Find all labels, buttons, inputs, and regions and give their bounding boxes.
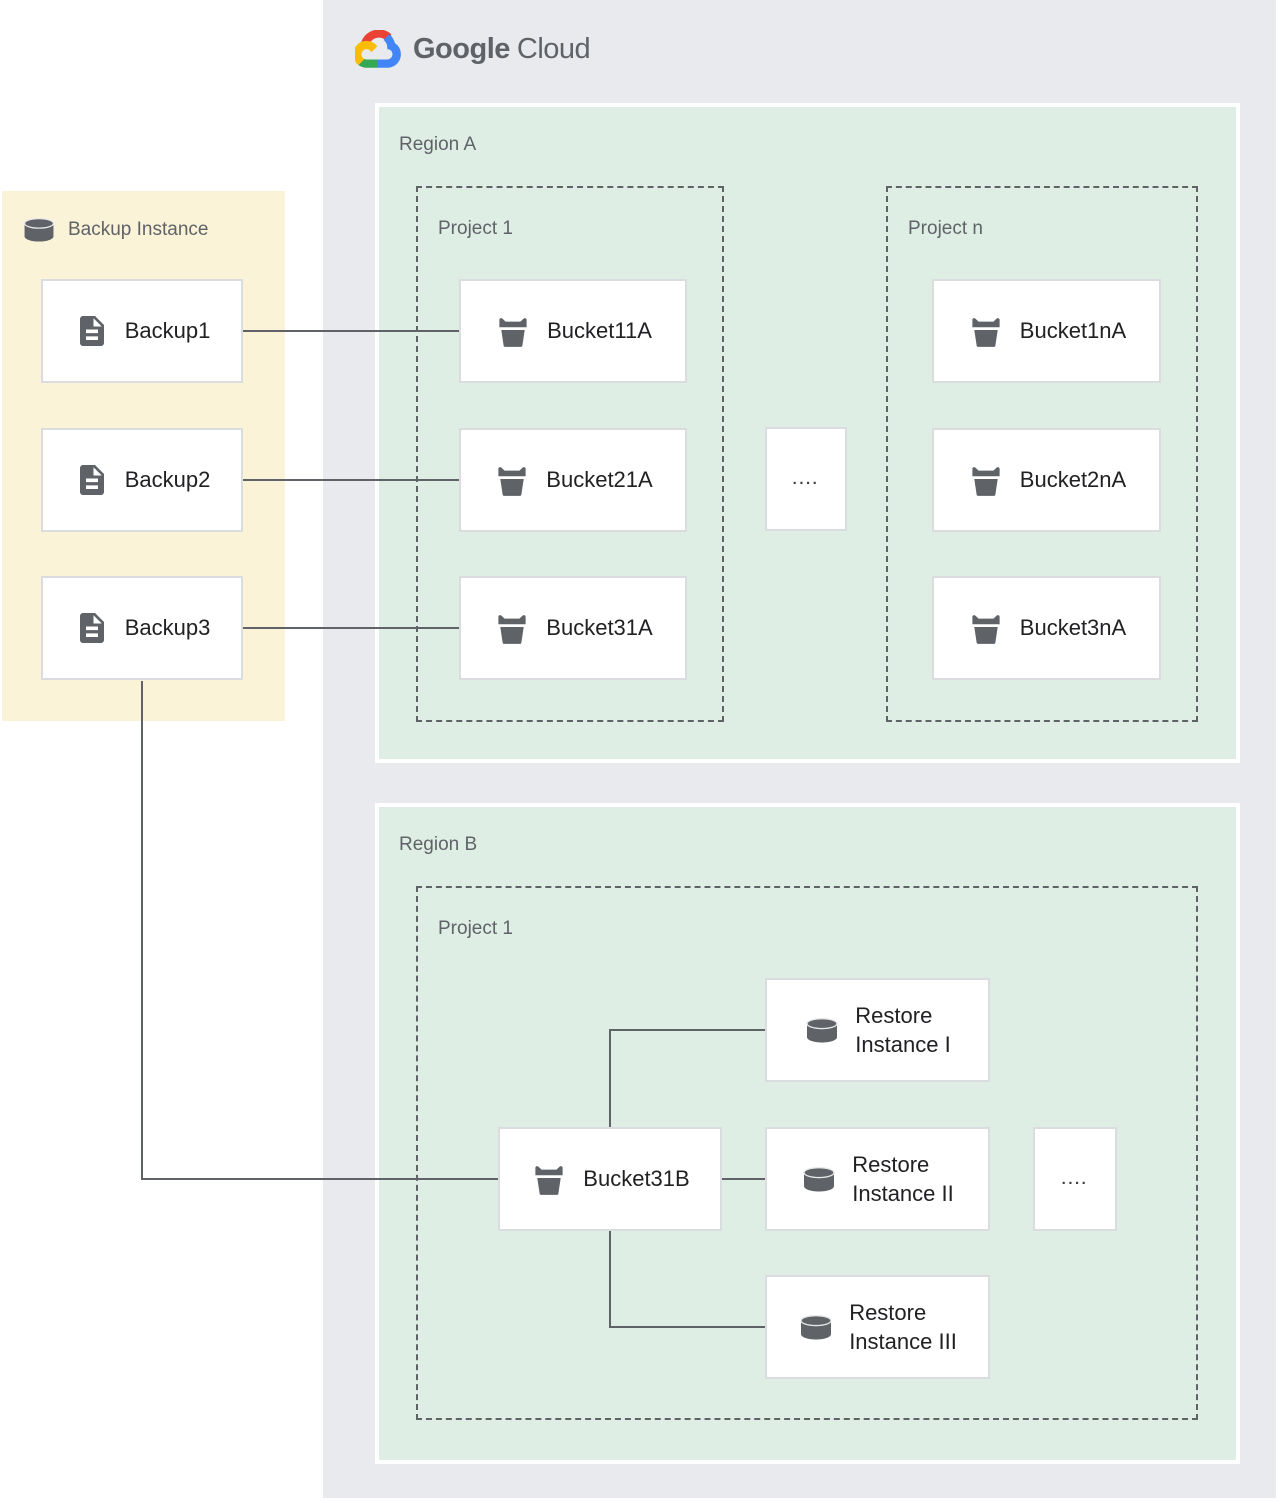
- bucket-icon: [972, 318, 1000, 347]
- bucket-icon: [499, 318, 527, 347]
- bucket-label: Bucket11A: [547, 318, 652, 343]
- bucket-label: Bucket3nA: [1019, 615, 1127, 640]
- region-a-label: Region A: [399, 134, 477, 155]
- ellipsis-box-region-a: ....: [765, 427, 847, 531]
- project-n-region-a: Project n Bucket1nA Bucket2nA Bucket3nA: [886, 186, 1198, 722]
- document-icon: [79, 613, 104, 643]
- backup-instance-header: Backup Instance: [20, 217, 208, 243]
- bucket-label: Bucket31A: [546, 615, 653, 640]
- project-1-region-a: Project 1 Bucket11A Bucket21A Bucket31A: [416, 186, 724, 722]
- project-1-region-a-label: Project 1: [438, 218, 513, 239]
- region-b-label: Region B: [399, 834, 478, 855]
- bucket-31b-node: Bucket31B: [498, 1127, 722, 1231]
- database-icon: [803, 1166, 835, 1192]
- bucket-3na-node: Bucket3nA: [932, 576, 1161, 680]
- project-1-region-b-label: Project 1: [438, 918, 513, 939]
- backup-1-node: Backup1: [41, 279, 243, 383]
- backup-label: Backup2: [124, 467, 211, 492]
- ellipsis-text: ....: [792, 470, 820, 488]
- bucket-icon: [972, 467, 1000, 496]
- backup-3-node: Backup3: [41, 576, 243, 680]
- bucket-icon: [972, 615, 1000, 644]
- logo-brand-text: Google: [413, 32, 510, 65]
- ellipsis-box-region-b: ....: [1033, 1127, 1117, 1231]
- document-icon: [79, 316, 104, 346]
- backup-label: Backup1: [124, 318, 211, 343]
- bucket-label: Bucket2nA: [1019, 467, 1127, 492]
- bucket-31a-node: Bucket31A: [459, 576, 687, 680]
- bucket-icon: [535, 1166, 563, 1195]
- backup-label: Backup3: [124, 615, 211, 640]
- region-a: Region A Project 1 Bucket11A Bucket21A B…: [375, 103, 1240, 763]
- bucket-icon: [498, 467, 526, 496]
- bucket-1na-node: Bucket1nA: [932, 279, 1161, 383]
- database-icon: [806, 1017, 838, 1043]
- bucket-21a-node: Bucket21A: [459, 428, 687, 532]
- backup-2-node: Backup2: [41, 428, 243, 532]
- bucket-11a-node: Bucket11A: [459, 279, 687, 383]
- backup-instance-panel: Backup Instance Backup1 Backup2 Backup3: [2, 191, 285, 721]
- backup-instance-title: Backup Instance: [68, 219, 209, 240]
- bucket-label: Bucket31B: [583, 1166, 690, 1191]
- document-icon: [79, 465, 104, 495]
- database-icon: [23, 217, 55, 243]
- database-icon: [800, 1314, 832, 1340]
- logo-product-text: Cloud: [516, 32, 591, 65]
- ellipsis-text: ....: [1061, 1170, 1089, 1188]
- bucket-2na-node: Bucket2nA: [932, 428, 1161, 532]
- bucket-label: Bucket21A: [546, 467, 653, 492]
- bucket-icon: [498, 615, 526, 644]
- bucket-label: Bucket1nA: [1019, 318, 1127, 343]
- project-n-region-a-label: Project n: [908, 218, 983, 239]
- google-cloud-logo-icon: [355, 30, 401, 68]
